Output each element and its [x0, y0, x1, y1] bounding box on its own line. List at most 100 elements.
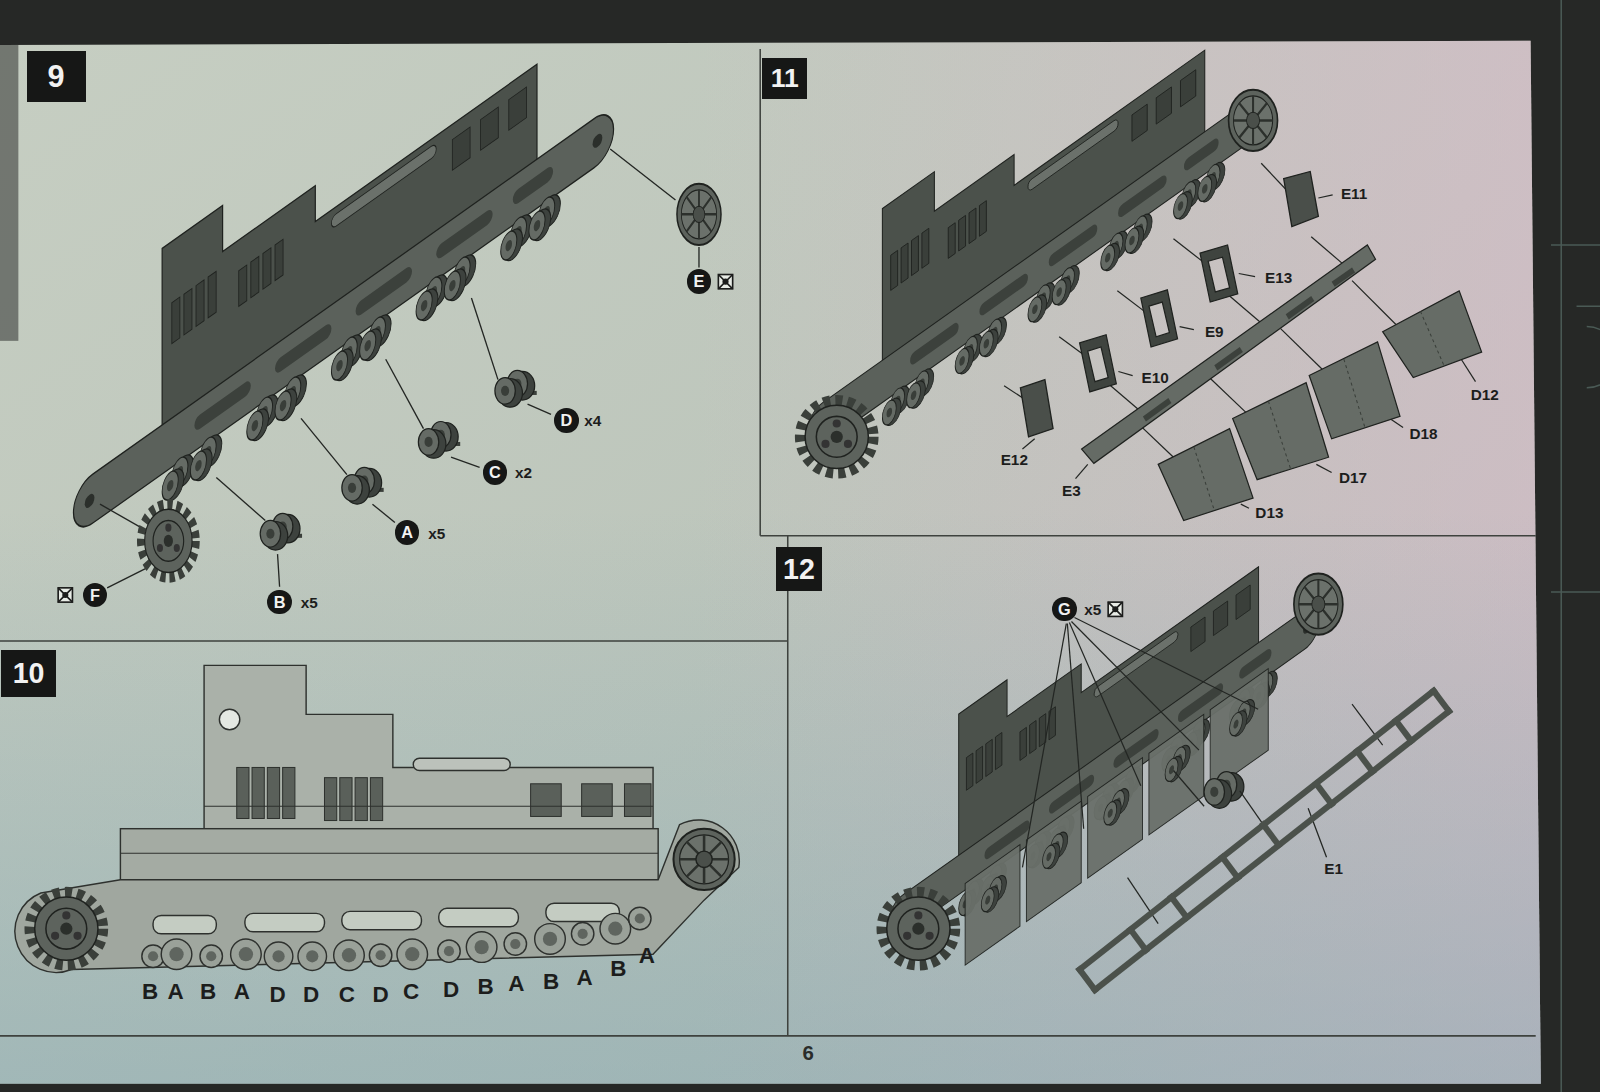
step-10-art-part-part [267, 767, 279, 818]
step-10-art-part [142, 907, 651, 970]
wheel-type-letter: A [167, 981, 183, 1003]
step-11-art-part-part [1214, 347, 1243, 370]
step-12-art-part-part [965, 845, 1020, 966]
step-10-art-part [148, 913, 645, 962]
step-12-art-part-part [1263, 825, 1278, 845]
part-letter-circle: D [554, 408, 578, 432]
step-9-art-part-part [471, 298, 498, 380]
wheel-type-letter: D [443, 979, 459, 1001]
step-9-art-part-part [372, 504, 394, 522]
step-12-art-part-part [1022, 624, 1066, 868]
part-number: E11 [1341, 186, 1367, 201]
step-12-art-part-part [1434, 691, 1449, 711]
part-letter: B [274, 594, 286, 610]
part-number: E3 [1062, 483, 1081, 498]
step-11-art-part-part [1180, 327, 1194, 330]
wheel-type-letter: A [508, 972, 524, 994]
step-12-art-part-part [1069, 623, 1140, 786]
part-number: D12 [1471, 387, 1499, 402]
part-number: E1 [1324, 862, 1343, 877]
step-10-art-part [120, 829, 658, 882]
step-12-art [882, 458, 1449, 990]
step-11-art-part-part [1352, 281, 1396, 325]
step-10-art-part-part [206, 951, 216, 961]
step-number-box: 12 [776, 547, 823, 591]
step-10-art-part-part [635, 913, 645, 923]
step-number: 11 [771, 65, 799, 92]
step-10-art-part-part [355, 778, 367, 821]
step-12-art-part [981, 694, 1254, 917]
step-11-art-part [1284, 171, 1319, 226]
quantity-label: x4 [584, 414, 601, 429]
step-12-art-part-part [1222, 857, 1237, 877]
step-12-art-part-part [1316, 784, 1331, 804]
step-10-art-part-part [504, 933, 526, 955]
part-number: E10 [1141, 370, 1168, 385]
part-letter-circle: C [483, 460, 507, 484]
step-12-art-part [1108, 602, 1122, 616]
step-9-art-part-part [301, 418, 347, 474]
step-12-art-part-part [1095, 711, 1449, 990]
step-10-art-part [673, 829, 734, 890]
part-letter-circle: A [395, 520, 419, 544]
step-10-art-part [204, 665, 653, 828]
step-10-art-part-part [608, 922, 622, 936]
page-ground-part [0, 41, 1541, 1084]
step-10-art-part-part [397, 939, 428, 970]
step-10-art-part-part [600, 913, 631, 944]
step-number-box: 9 [27, 51, 86, 102]
part-number: D17 [1339, 470, 1367, 485]
step-9-art-part-part [528, 404, 551, 414]
step-10-art-part-part [342, 911, 422, 929]
step-10-art-part-part [30, 892, 103, 965]
wheel-type-letter: B [200, 981, 216, 1003]
step-12-art-part [888, 458, 1320, 972]
step-11-art-part [806, 0, 1270, 486]
step-10-art-part [30, 892, 103, 965]
step-10-art-part [413, 758, 510, 770]
step-10-art-part-part [340, 778, 352, 821]
part-letter-circle: F [83, 583, 107, 607]
step-number-box: 11 [762, 58, 807, 99]
step-11-art-part [1194, 311, 1444, 510]
step-12-art-part-part [1294, 574, 1343, 635]
step-9-art-part-part [278, 554, 280, 587]
step-12-art-part-part [1074, 617, 1258, 709]
step-11-art-part-part [1229, 90, 1278, 151]
step-12-art-part-part [1071, 622, 1199, 751]
page-ground-part [0, 45, 18, 341]
step-10-art-part [15, 820, 739, 973]
step-10-art-part-part [306, 950, 318, 962]
step-9-art-part [677, 184, 721, 245]
step-11-art [800, 0, 1482, 520]
wheel-type-letter: A [234, 981, 250, 1003]
quantity-label: x2 [515, 466, 532, 481]
step-10-art-part-part [531, 784, 562, 817]
step-9-art-part [73, 0, 613, 570]
step-11-art-part [1141, 290, 1178, 347]
step-10-art-part-part [252, 767, 264, 818]
part-number: D18 [1409, 426, 1437, 441]
step-9-art-part-part [495, 370, 535, 407]
step-9-art-part-part [107, 567, 148, 587]
step-10-art-part-part [264, 942, 293, 971]
step-12-art-part-part [1352, 704, 1383, 745]
step-10-art-part-part [169, 947, 183, 961]
step-10-art-part-part [673, 829, 734, 890]
step-11-art-part-part [1332, 267, 1355, 286]
step-12-art-part-part [1171, 897, 1186, 917]
quantity-label: x5 [301, 595, 318, 610]
step-11-art-part-part [1158, 429, 1253, 521]
step-10-art-part-part [629, 907, 651, 929]
wheel-type-letter: B [478, 976, 494, 998]
wheel-type-letter: C [403, 981, 419, 1003]
part-letter: E [694, 273, 705, 289]
step-11-art-part-part [1076, 464, 1088, 478]
step-12-art-part [882, 892, 955, 965]
step-11-art-part [1229, 90, 1278, 151]
step-12-art-part-part [1088, 758, 1143, 879]
page-ground-part [1551, 0, 1600, 1092]
step-11-art-part-part [1022, 439, 1034, 449]
